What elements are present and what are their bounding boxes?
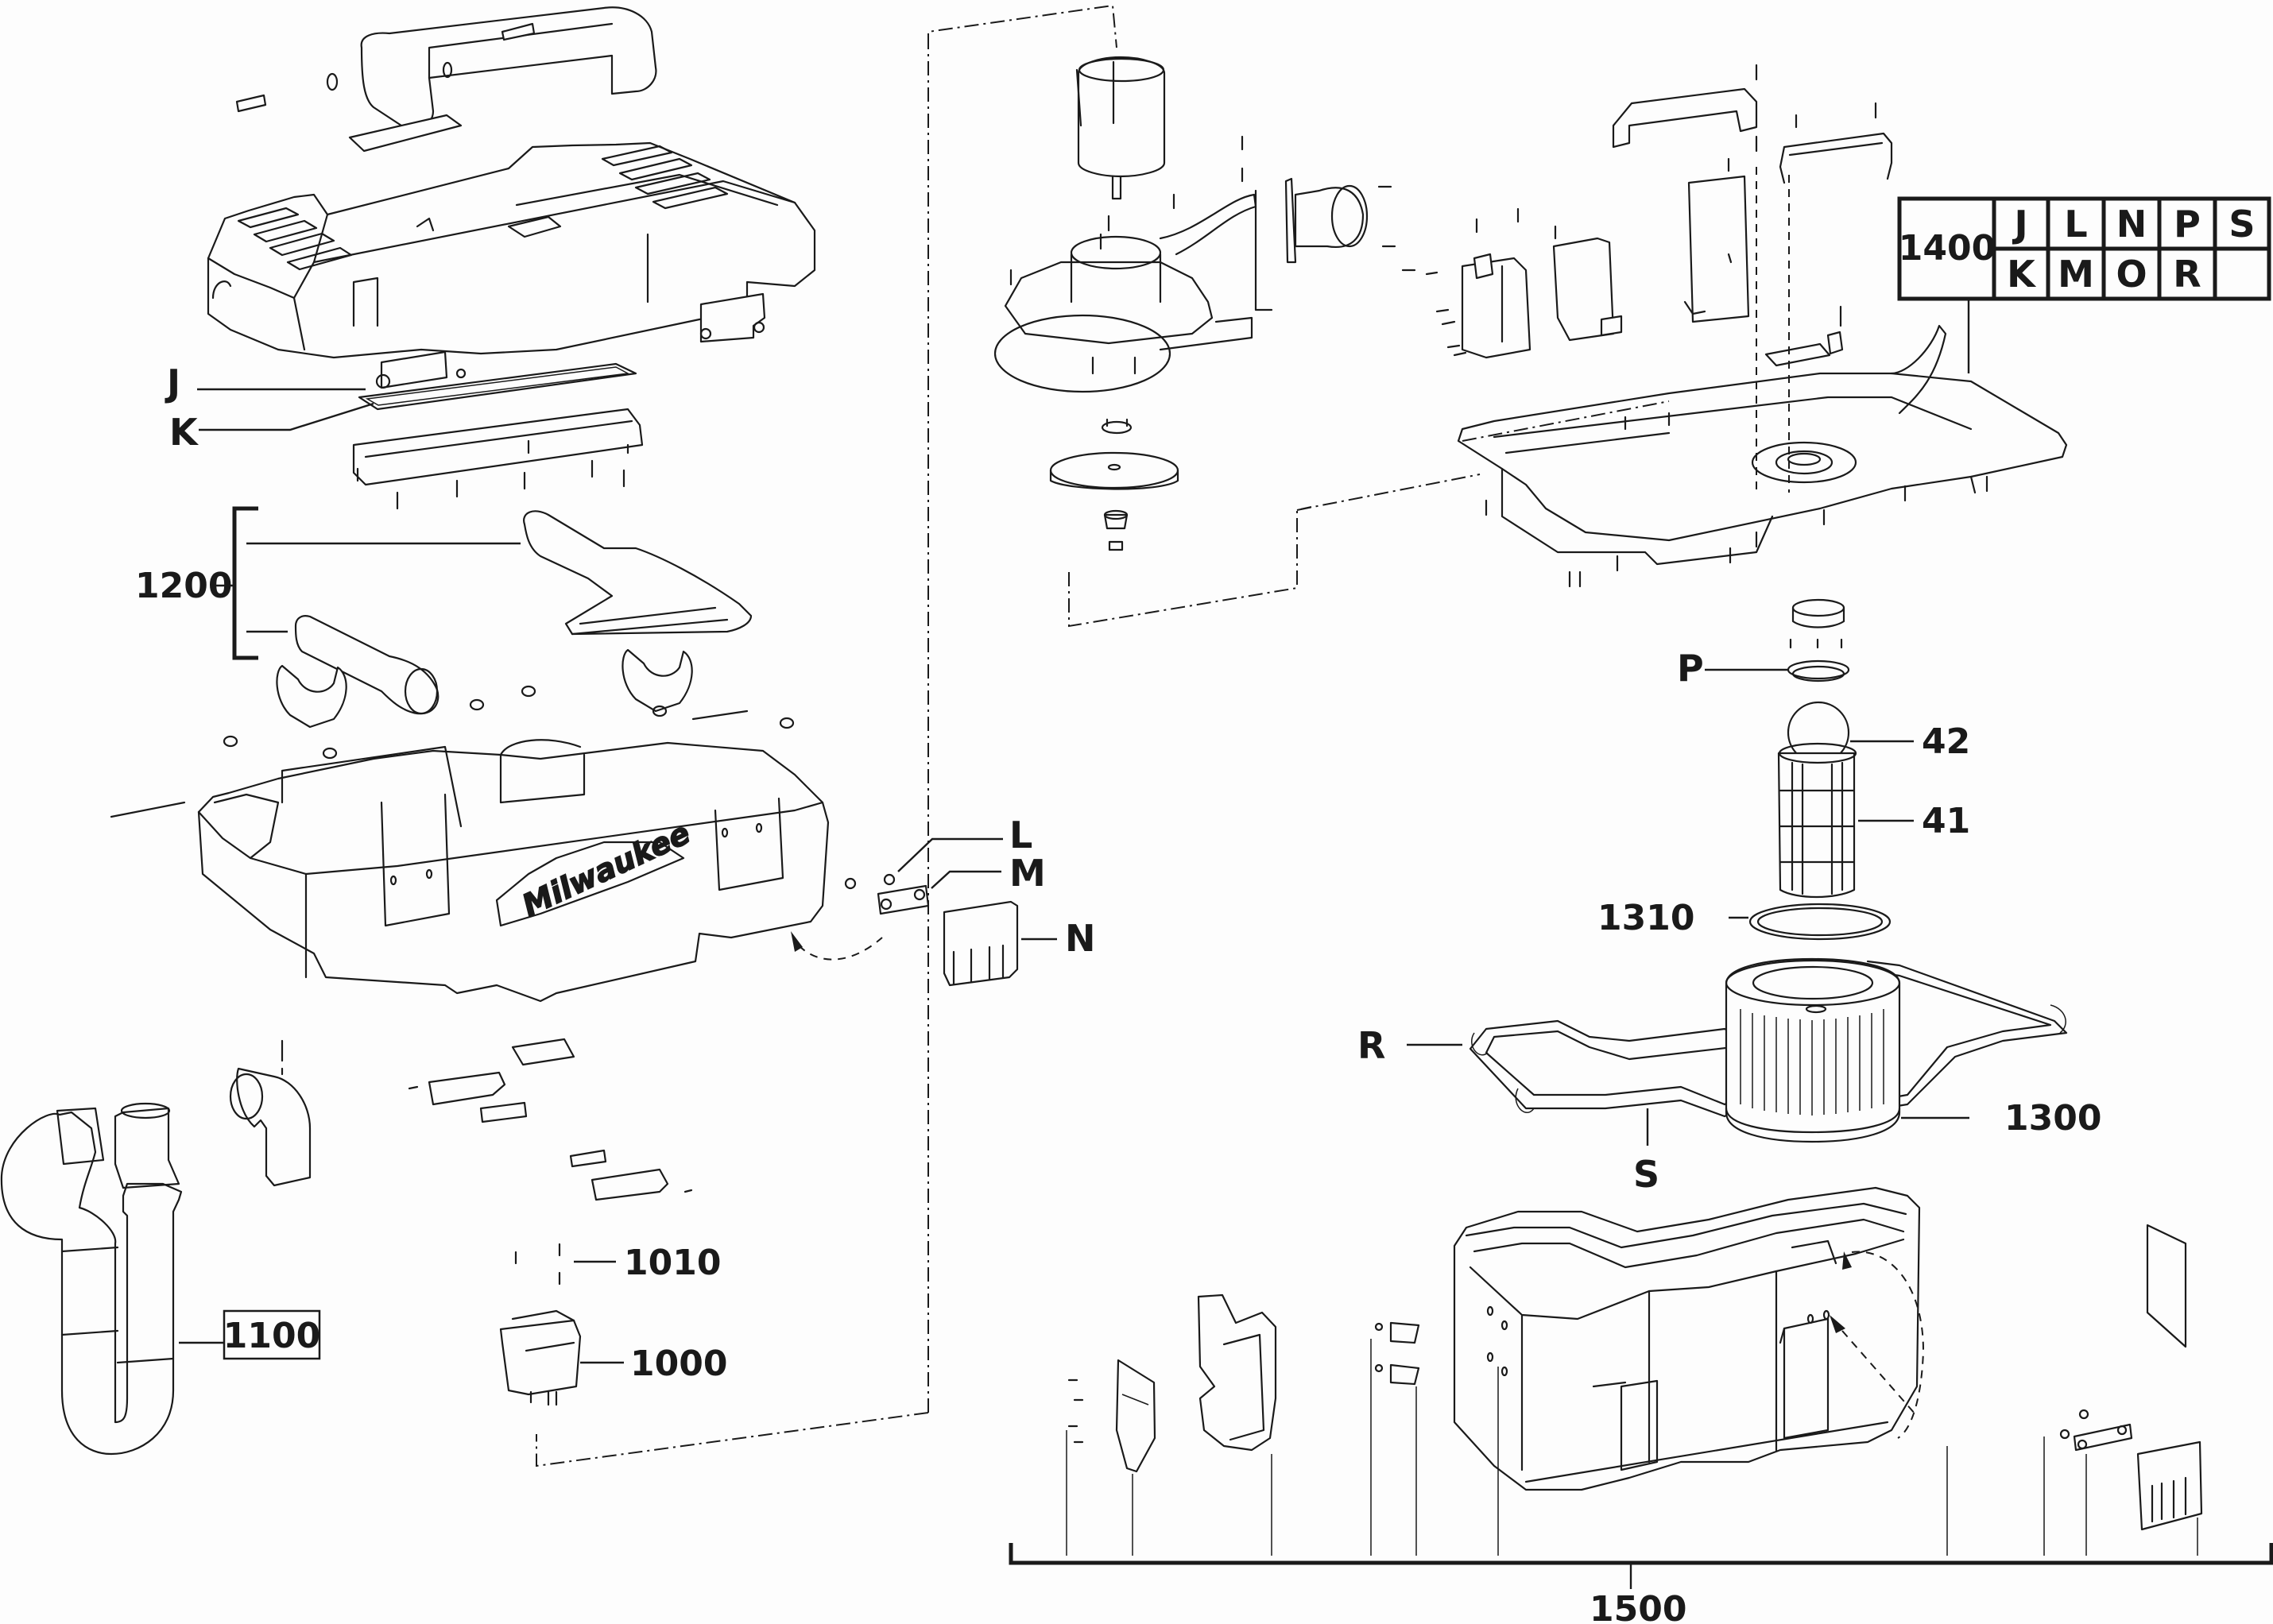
motor-base-plate	[1457, 324, 2068, 566]
latch-plate-part-j	[375, 350, 467, 389]
motor-unit	[1075, 56, 1166, 200]
tank-latch-assembly	[2059, 1409, 2203, 1531]
vacuum-body-housing: Milwaukee	[197, 739, 830, 1003]
switch-bracket	[408, 1071, 528, 1123]
handle-screws	[1727, 64, 1877, 172]
callout-1300: 1300	[2004, 1098, 2101, 1139]
switch-module	[1461, 237, 1623, 359]
assembly-boundary-line-center	[1068, 474, 1481, 628]
side-grip-panel	[1197, 1293, 1277, 1452]
callout-s: S	[1633, 1153, 1659, 1196]
top-label-plate	[348, 114, 463, 153]
rocker-switch-part-1000	[499, 1309, 582, 1406]
callout-1100: 1100	[223, 1316, 320, 1356]
crevice-tool-accessory	[294, 615, 439, 715]
switch-clip	[569, 1149, 693, 1201]
lid-latch-bracket	[699, 292, 766, 343]
impeller-bushing	[1101, 418, 1133, 435]
latch-cover-part-n	[943, 900, 1019, 987]
base-plate-screws	[1485, 412, 1988, 588]
handle-pin-right	[501, 22, 536, 41]
body-arrow-indicator	[791, 931, 883, 961]
top-lid	[207, 141, 816, 359]
switch-screws-part-1010	[514, 1243, 561, 1286]
kit-number-label: 1400	[1899, 228, 1996, 269]
retainer-ring-part-p	[1787, 659, 1850, 682]
callout-1100-box: 1100	[223, 1309, 321, 1360]
kit-cell-s: S	[2228, 203, 2255, 246]
carry-handle	[326, 6, 657, 130]
accessory-clips	[276, 648, 693, 729]
rear-handle	[1612, 87, 1758, 149]
side-handle	[1779, 132, 1893, 184]
tank-arrows	[1830, 1251, 1925, 1439]
tank-label-sheet	[2146, 1224, 2187, 1348]
leader-lines	[179, 388, 1969, 1364]
callout-k: K	[169, 411, 199, 454]
callout-1500: 1500	[1590, 1589, 1686, 1624]
callout-42: 42	[1922, 721, 1970, 762]
kit-cell-k: K	[2007, 253, 2037, 296]
bumper-feet	[223, 685, 795, 760]
callout-j: J	[165, 362, 180, 404]
impeller-nut	[1103, 509, 1129, 551]
kit-cell-r: R	[2173, 253, 2201, 296]
kit-cell-j: J	[2012, 203, 2027, 246]
callout-labels: J K 1200 L M N P 42 41 1310 R S 1300 101…	[135, 362, 2101, 1624]
callout-l: L	[1009, 814, 1032, 856]
bracket-1200	[213, 506, 521, 660]
lid-screws	[356, 439, 629, 510]
side-plate-screws	[1067, 1378, 1084, 1444]
long-pins	[110, 710, 749, 818]
kit-table-1400: 1400 J L N P S K M O R	[1897, 196, 2271, 373]
floor-nozzle-accessory	[523, 510, 753, 636]
pcb-lower	[1764, 305, 1844, 367]
float-cage-part-41	[1777, 742, 1857, 899]
float-cage-cap	[1789, 598, 1845, 649]
callout-1010: 1010	[624, 1243, 721, 1283]
motor-screws	[1009, 135, 1416, 375]
impeller-disc	[1049, 451, 1179, 490]
kit-cell-l: L	[2064, 203, 2087, 246]
fan-housing	[993, 189, 1273, 393]
hinge-brackets	[1374, 1321, 1420, 1386]
bracket-1500	[1009, 1339, 2273, 1589]
callout-n: N	[1065, 917, 1096, 960]
callout-1200: 1200	[135, 566, 232, 606]
switch-gasket	[511, 1038, 575, 1066]
kit-cell-o: O	[2116, 253, 2147, 296]
kit-cell-n: N	[2116, 203, 2147, 246]
kit-cell-m: M	[2058, 253, 2094, 296]
latch-rail	[352, 408, 644, 486]
callout-41: 41	[1922, 801, 1970, 841]
latch-strap-part-m	[877, 884, 930, 915]
vertical-align-dashes	[1462, 167, 1790, 493]
collection-tank	[1453, 1186, 1921, 1491]
cartridge-filter-part-1300	[1725, 957, 1901, 1143]
elbow-fitting	[229, 1039, 312, 1187]
hose-trap-assembly	[0, 1102, 183, 1456]
callout-p: P	[1677, 647, 1704, 690]
module-screws	[1425, 207, 1557, 357]
nut-part-l	[844, 873, 896, 890]
callout-m: M	[1009, 852, 1046, 895]
pcb-board	[1683, 175, 1750, 323]
callout-1000: 1000	[630, 1344, 727, 1384]
kit-cell-p: P	[2174, 203, 2201, 246]
filter-gasket-part-1310	[1748, 903, 1892, 941]
callout-1310: 1310	[1597, 898, 1694, 938]
side-logo-plate	[1115, 1359, 1156, 1473]
callout-r: R	[1357, 1024, 1385, 1067]
handle-pin-left	[235, 94, 267, 113]
exhaust-connector	[1284, 177, 1369, 264]
assembly-boundary-line-left	[536, 4, 1117, 1467]
